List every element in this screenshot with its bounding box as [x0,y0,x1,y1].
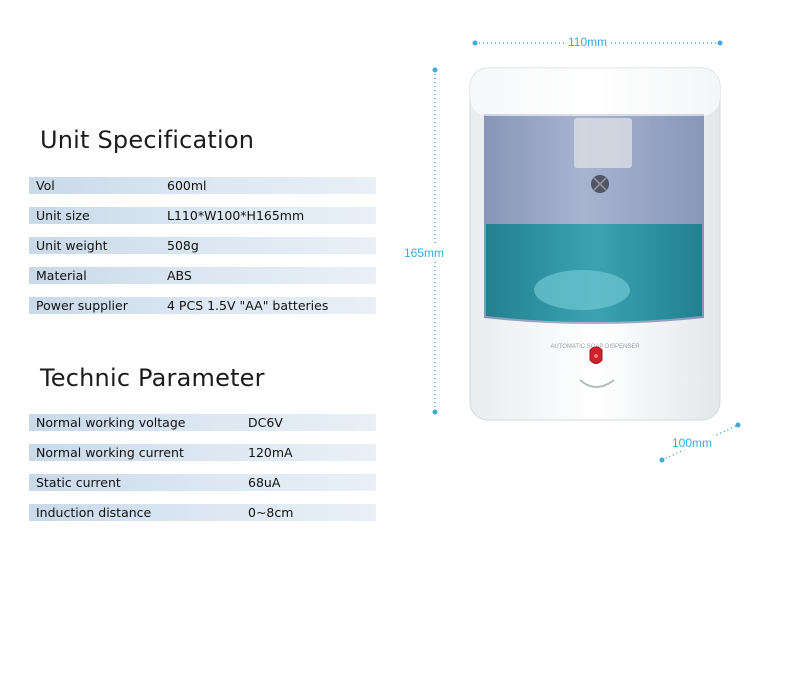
param-row: Normal working voltage DC6V [29,414,376,431]
spec-label: Vol [36,178,55,193]
param-value: 120mA [248,445,293,460]
spec-value: L110*W100*H165mm [167,208,305,223]
param-label: Normal working voltage [36,415,186,430]
technic-title: Technic Parameter [40,364,265,392]
spec-row: Material ABS [29,267,376,284]
param-value: 68uA [248,475,281,490]
depth-dimension: 100mm [670,436,715,450]
technic-table: Normal working voltage DC6V Normal worki… [29,414,376,534]
spec-value: 508g [167,238,199,253]
unit-spec-table: Vol 600ml Unit size L110*W100*H165mm Uni… [29,177,376,327]
spec-row: Vol 600ml [29,177,376,194]
param-row: Induction distance 0~8cm [29,504,376,521]
hand-icon [579,379,615,388]
param-label: Normal working current [36,445,184,460]
param-label: Induction distance [36,505,152,520]
spec-value: 600ml [167,178,207,193]
spec-label: Power supplier [36,298,128,313]
spec-row: Power supplier 4 PCS 1.5V "AA" batteries [29,297,376,314]
spec-label: Unit size [36,208,90,223]
spec-label: Material [36,268,87,283]
param-row: Normal working current 120mA [29,444,376,461]
spec-value: ABS [167,268,192,283]
param-value: 0~8cm [248,505,294,520]
spec-label: Unit weight [36,238,108,253]
soap-dispenser-illustration: AUTOMATIC SOAP DISPENSER [432,40,741,463]
param-label: Static current [36,475,121,490]
width-dimension: 110mm [566,35,610,49]
spec-row: Unit size L110*W100*H165mm [29,207,376,224]
param-row: Static current 68uA [29,474,376,491]
spec-row: Unit weight 508g [29,237,376,254]
spec-value: 4 PCS 1.5V "AA" batteries [167,298,329,313]
param-value: DC6V [248,415,283,430]
unit-spec-title: Unit Specification [40,126,255,154]
height-dimension: 165mm [402,246,447,260]
